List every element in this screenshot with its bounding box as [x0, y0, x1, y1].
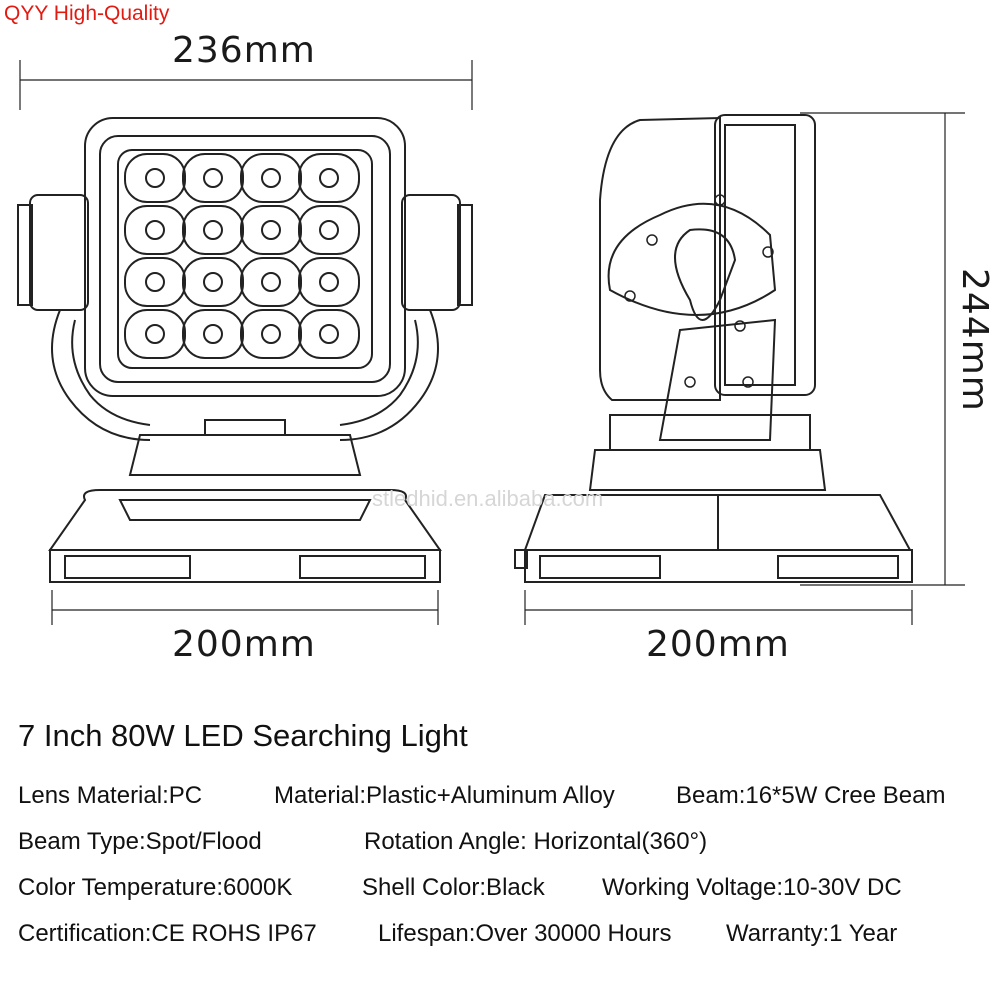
- led-chip: [145, 168, 165, 188]
- watermark: stledhid.en.alibaba.com: [372, 486, 604, 511]
- led-chip: [319, 324, 339, 344]
- led-reflector: [298, 309, 360, 359]
- led-grid: [124, 153, 360, 359]
- led-reflector: [124, 257, 186, 307]
- spec-certification: Certification:CE ROHS IP67: [18, 920, 317, 947]
- led-reflector: [124, 205, 186, 255]
- led-reflector: [298, 205, 360, 255]
- spec-beam: Beam:16*5W Cree Beam: [676, 782, 946, 809]
- led-chip: [203, 220, 223, 240]
- product-title: 7 Inch 80W LED Searching Light: [18, 718, 468, 753]
- dimension-lines: [19, 60, 965, 625]
- led-reflector: [298, 257, 360, 307]
- dimension-width-top: 236mm: [172, 30, 316, 71]
- front-view: [17, 117, 473, 583]
- spec-color-temperature: Color Temperature:6000K: [18, 874, 293, 901]
- dimension-height: 244mm: [954, 268, 995, 412]
- spec-lens-material: Lens Material:PC: [18, 782, 203, 809]
- technical-drawing: [17, 60, 965, 625]
- spec-working-voltage: Working Voltage:10-30V DC: [602, 874, 902, 901]
- led-reflector: [298, 153, 360, 203]
- led-reflector: [240, 205, 302, 255]
- led-chip: [145, 272, 165, 292]
- spec-lifespan: Lifespan:Over 30000 Hours: [378, 920, 672, 947]
- spec-material: Material:Plastic+Aluminum Alloy: [274, 782, 615, 809]
- led-chip: [261, 272, 281, 292]
- spec-beam-type: Beam Type:Spot/Flood: [18, 828, 262, 855]
- led-chip: [203, 168, 223, 188]
- led-reflector: [124, 309, 186, 359]
- led-chip: [261, 324, 281, 344]
- led-reflector: [124, 153, 186, 203]
- spec-shell-color: Shell Color:Black: [362, 874, 545, 901]
- side-view: [514, 114, 913, 583]
- led-reflector: [240, 153, 302, 203]
- dimension-width-front: 200mm: [172, 624, 316, 665]
- brand-label: QYY High-Quality: [4, 2, 170, 25]
- led-chip: [203, 324, 223, 344]
- led-chip: [203, 272, 223, 292]
- led-chip: [319, 168, 339, 188]
- dimension-width-side: 200mm: [646, 624, 790, 665]
- led-reflector: [240, 257, 302, 307]
- led-reflector: [240, 309, 302, 359]
- led-chip: [319, 220, 339, 240]
- led-chip: [145, 324, 165, 344]
- led-reflector: [182, 153, 244, 203]
- led-chip: [319, 272, 339, 292]
- led-reflector: [182, 309, 244, 359]
- led-chip: [261, 220, 281, 240]
- spec-warranty: Warranty:1 Year: [726, 920, 898, 947]
- led-reflector: [182, 205, 244, 255]
- led-chip: [261, 168, 281, 188]
- led-reflector: [182, 257, 244, 307]
- led-chip: [145, 220, 165, 240]
- spec-rotation-angle: Rotation Angle: Horizontal(360°): [364, 828, 708, 855]
